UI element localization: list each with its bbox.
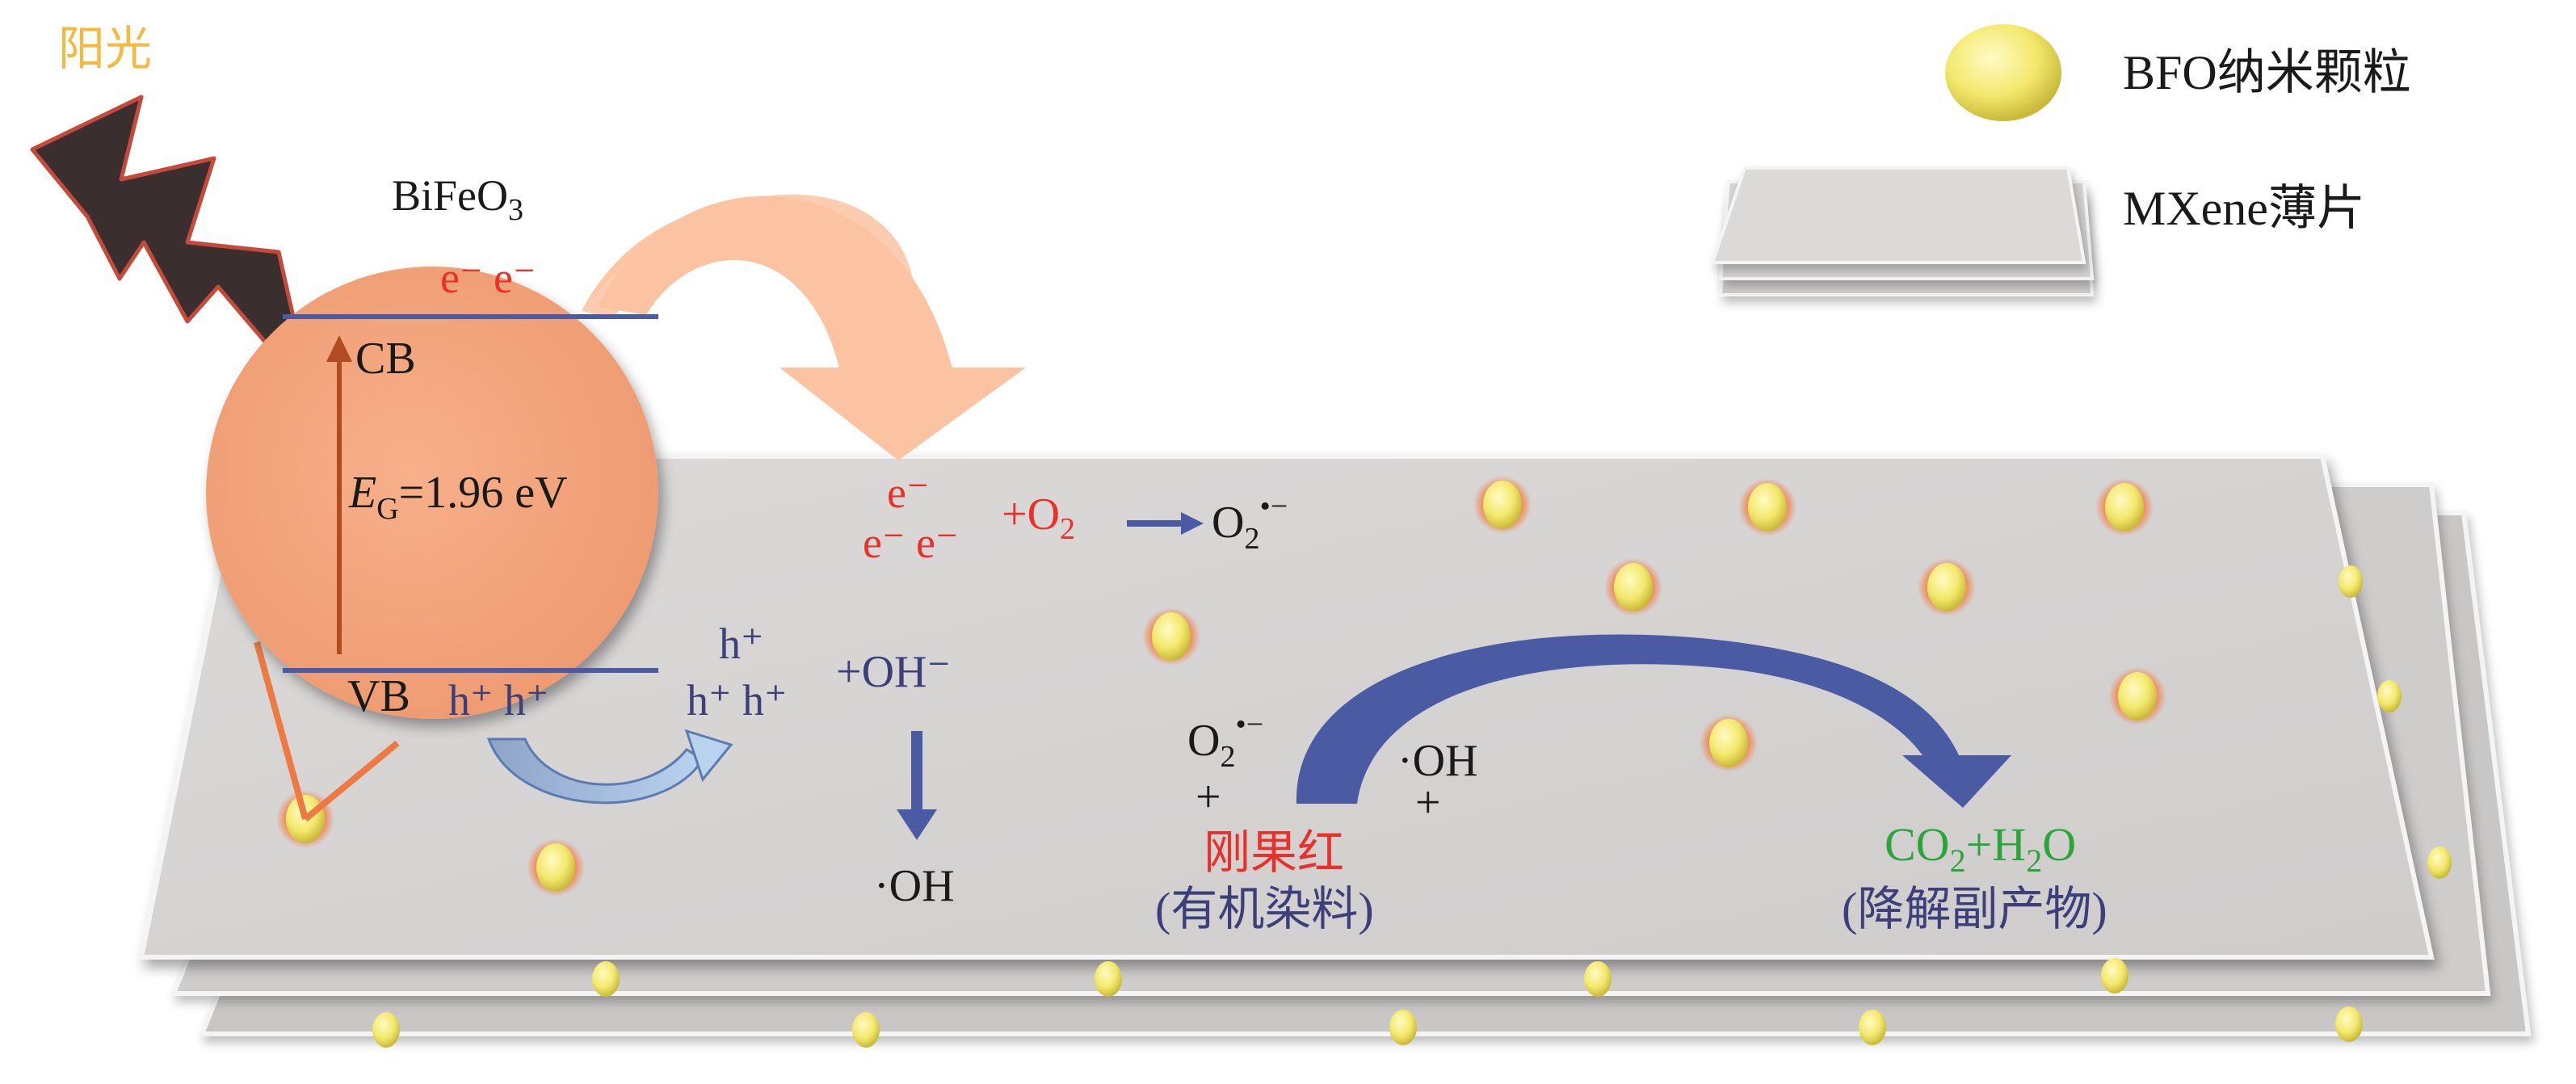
particle [1483,481,1522,529]
particle [1859,1010,1886,1045]
particle [2118,672,2157,721]
plus-sign-right: + [1415,778,1441,828]
products-description: (降解副产物) [1842,883,2107,935]
legend-sheet-label: MXene薄片 [2123,182,2365,235]
particle [592,961,620,997]
mxene-sheet-stack [138,454,2532,1036]
superoxide-reactant: O2•− [1187,708,1263,774]
zoom-lines [254,641,400,822]
particle [1389,1010,1417,1045]
mxene-sheet-top [138,454,2435,960]
cb-electrons: e⁻ e⁻ [440,254,536,302]
particle [2335,1006,2363,1042]
particle [852,1012,880,1048]
material-label: BiFeO3 [392,171,523,227]
plus-o2: +O2 [1002,489,1075,546]
particle [1584,961,1612,997]
particle [1614,563,1653,611]
cb-label: CB [355,334,416,384]
electron-transfer-arrow [582,194,1026,460]
particle [1709,719,1748,767]
oh-reaction-arrow [897,731,937,840]
legend-sheet-icon [1710,166,2095,296]
legend: BFO纳米颗粒 MXene薄片 [1710,24,2411,296]
sunlight-label: 阳光 [58,23,152,75]
particle [2339,565,2363,598]
hydroxyl-radical: ·OH [874,861,955,911]
particle [372,1012,400,1048]
electron-single: e⁻ [887,468,929,517]
plus-sign-left: + [1196,772,1221,822]
particle [2101,958,2128,994]
hydroxyl-radical-reactant: ·OH [1397,736,1478,786]
vb-holes: h⁺ h⁺ [448,676,549,725]
edge-particles [372,565,2452,1048]
vb-label: VB [347,671,410,721]
surface-particles [276,476,2166,897]
bifeo3-band-diagram [206,267,658,719]
particle [536,843,575,892]
dye-description: (有机染料) [1155,883,1374,935]
particle [2377,680,2402,712]
plus-hydroxide: +OH⁻ [836,647,951,697]
dye-name: 刚果红 [1204,826,1344,879]
particle [1748,483,1787,531]
hole-pair: h⁺ h⁺ [687,676,788,725]
particle [1095,961,1122,997]
particle [2105,483,2144,531]
hole-transfer-arrow [486,729,733,805]
particle [2427,847,2452,879]
products-formula: CO2+H2O [1885,818,2076,879]
hole-single: h⁺ [719,620,764,668]
legend-particle-icon [1945,24,2061,121]
superoxide-product: O2•− [1212,489,1288,556]
particle [1927,563,1966,611]
o2-reaction-arrow [1127,512,1204,535]
legend-particle-label: BFO纳米颗粒 [2123,46,2411,99]
bandgap-label: EG=1.96 eV [348,468,568,526]
particle [1152,612,1191,661]
electron-pair: e⁻ e⁻ [863,519,958,567]
degradation-arrow [1296,634,2011,808]
